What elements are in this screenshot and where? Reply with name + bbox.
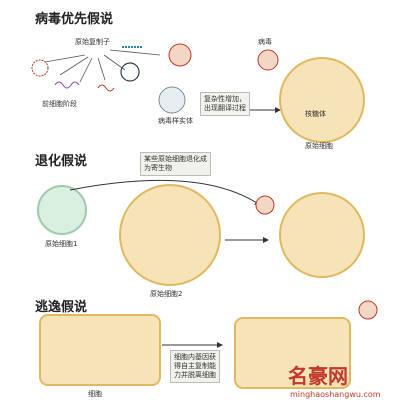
precell-circle-b xyxy=(120,62,140,82)
cell-escape xyxy=(39,314,161,386)
virus-top xyxy=(257,49,279,71)
cell1-label: 原始细胞1 xyxy=(45,240,78,248)
cell-escape-2 xyxy=(234,317,351,389)
protocell-1 xyxy=(279,57,365,143)
virus-like-label: 病毒样实体 xyxy=(158,117,193,125)
virus-like-entity xyxy=(158,86,186,114)
escape-title: 逃逸假说 xyxy=(35,300,88,315)
rna-strand xyxy=(54,81,80,89)
regression-title: 退化假说 xyxy=(35,154,88,169)
cell2-label: 原始细胞2 xyxy=(150,290,183,298)
protocell-1-reg xyxy=(37,185,87,235)
watermark-name: 名豪网 xyxy=(288,364,348,388)
complexity-box: 复杂性增加， 出现翻译过程 xyxy=(200,92,250,116)
protocell-3-reg xyxy=(279,192,365,278)
protocell-label: 原始细胞 xyxy=(305,142,333,150)
cell-label: 细胞 xyxy=(88,390,102,398)
rna-strand-2 xyxy=(97,84,115,92)
protocell-2-reg xyxy=(119,184,221,286)
ribosome-label: 核糖体 xyxy=(305,110,326,118)
watermark-url: minghaoshangwu.com xyxy=(290,390,381,399)
escape-box: 细胞内基因获 得自主复制能 力并脱离细胞 xyxy=(170,350,220,383)
virus-reg xyxy=(255,195,275,215)
virus-first-title: 病毒优先假说 xyxy=(35,12,114,27)
precell-label: 前细胞阶段 xyxy=(42,100,77,108)
precell-circle-a xyxy=(31,59,49,77)
virus-capsid xyxy=(168,43,192,67)
replicon-arrows xyxy=(44,49,161,83)
replicon-label: 原始复制子 xyxy=(75,38,110,46)
arrow-regression xyxy=(69,179,261,206)
virus-label: 病毒 xyxy=(258,38,272,46)
regression-note: 某些原始细胞退化成 为寄生物 xyxy=(140,152,211,176)
virus-escape xyxy=(358,300,378,320)
